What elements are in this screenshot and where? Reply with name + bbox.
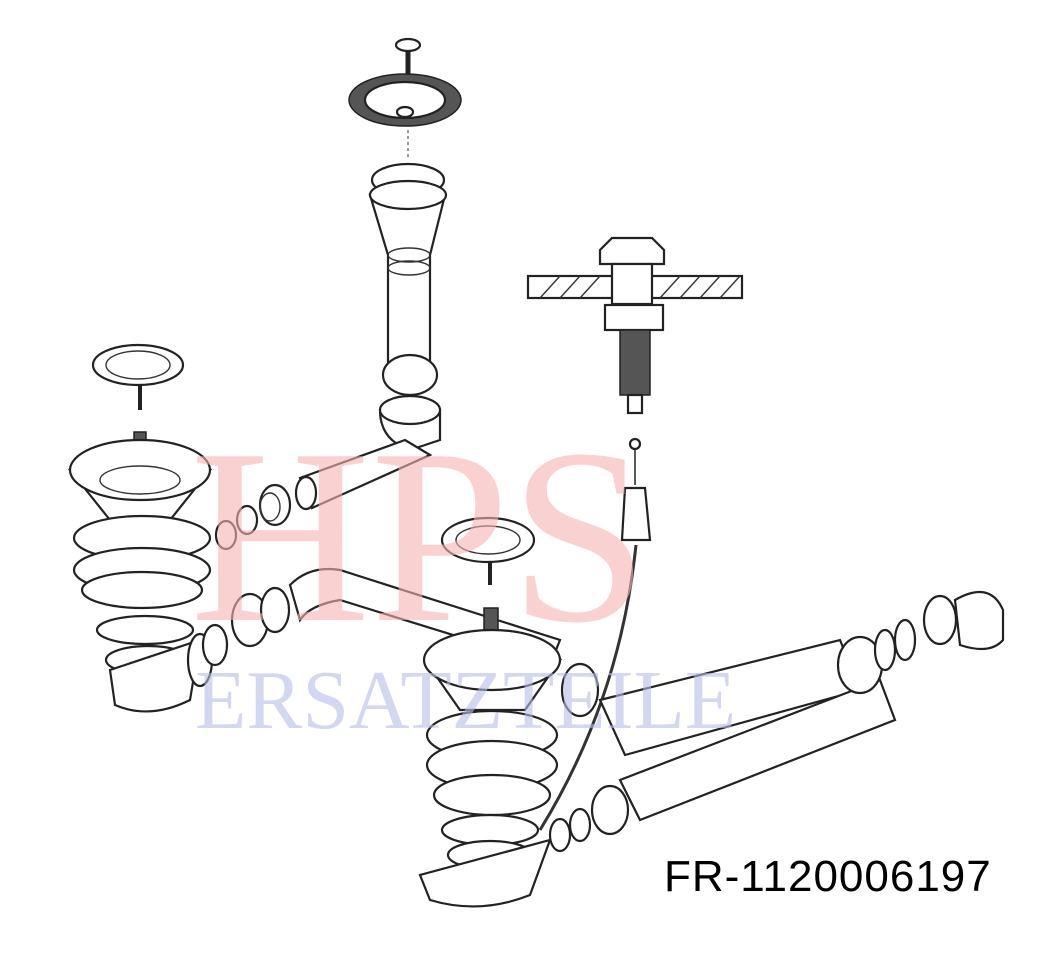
watermark: HPS ERSATZTEILE <box>190 398 736 747</box>
top-funnel-tube <box>294 162 448 511</box>
right-bowl-drain <box>418 628 600 908</box>
watermark-ersatzteile: ERSATZTEILE <box>195 654 736 747</box>
watermark-hps: HPS <box>190 398 649 675</box>
top-strainer-basket <box>348 37 462 160</box>
right-trap-pipe <box>548 590 1005 853</box>
overflow-knob <box>538 236 666 831</box>
top-couplings <box>214 483 292 551</box>
part-number-label: FR-1120006197 <box>664 852 992 901</box>
left-bowl-drain <box>67 438 214 713</box>
